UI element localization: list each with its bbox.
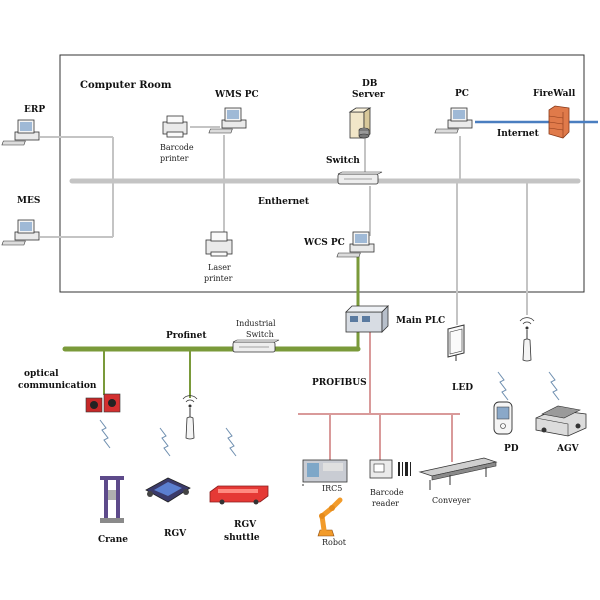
robot-icon <box>317 497 343 537</box>
rgv-shuttle-label-1: RGV <box>234 520 257 530</box>
robot-controller-label: IRC5 <box>322 484 342 493</box>
robot-controller-icon <box>302 459 348 486</box>
pd-link-icon <box>497 371 509 401</box>
barcode-printer-icon <box>162 115 188 138</box>
rgv-shuttle-label-2: shuttle <box>224 533 260 543</box>
conveyer-icon <box>418 457 498 490</box>
internet-label: Internet <box>497 129 540 139</box>
agv-label: AGV <box>556 444 580 454</box>
wms-pc-label: WMS PC <box>214 90 259 100</box>
rgv-icon <box>145 477 191 503</box>
ethernet-label: Enthernet <box>258 197 310 207</box>
barcode-reader-label-1: Barcode <box>370 488 404 497</box>
wcs-pc-label: WCS PC <box>303 238 345 248</box>
led-label: LED <box>452 383 473 393</box>
barcode-printer-label-2: printer <box>160 154 189 163</box>
profinet-label: Profinet <box>166 331 207 341</box>
main-plc-icon <box>345 305 389 333</box>
rgv-shuttle-link-icon <box>225 427 237 457</box>
optical-link-icon <box>99 419 111 449</box>
erp-pc-icon <box>1 119 40 146</box>
robot-label: Robot <box>322 538 347 547</box>
rgv-shuttle-icon <box>209 485 269 505</box>
barcode-printer-label-1: Barcode <box>160 143 194 152</box>
led-icon <box>447 324 465 361</box>
barcode-reader-label-2: reader <box>372 499 399 508</box>
mes-label: MES <box>17 196 40 206</box>
optical-label-2: communication <box>18 381 97 391</box>
computer-room-box <box>59 54 585 293</box>
pc-label: PC <box>455 89 469 99</box>
industrial-switch-label-2: Switch <box>246 330 274 339</box>
crane-icon <box>100 476 124 523</box>
optical-device-icon <box>85 393 121 413</box>
mes-pc-icon <box>1 219 40 246</box>
db-label-2: Server <box>352 90 385 100</box>
optical-label-1: optical <box>24 369 59 379</box>
erp-label: ERP <box>24 105 45 115</box>
profibus-label: PROFIBUS <box>312 378 367 388</box>
agv-icon <box>535 405 587 437</box>
firewall-label: FireWall <box>533 89 576 99</box>
switch-label: Switch <box>326 156 360 166</box>
barcode-reader-icon <box>369 459 411 479</box>
db-server-icon <box>348 107 372 139</box>
agv-link-icon <box>548 371 560 401</box>
laser-printer-label-2: printer <box>204 274 233 283</box>
rgv-link-icon <box>159 427 171 457</box>
conveyer-label: Conveyer <box>432 496 471 505</box>
crane-label: Crane <box>98 535 128 545</box>
pd-icon <box>493 401 513 435</box>
laser-printer-label-1: Laser <box>208 263 231 272</box>
wms-pc-icon <box>208 107 247 134</box>
industrial-switch-label-1: Industrial <box>236 319 276 328</box>
pc-icon <box>434 107 473 134</box>
firewall-icon <box>548 105 570 139</box>
pd-label: PD <box>504 444 519 454</box>
agv-antenna-icon <box>519 317 535 362</box>
computer-room-label: Computer Room <box>80 80 172 91</box>
laser-printer-icon <box>205 231 233 257</box>
switch-icon <box>337 171 383 185</box>
rgv-antenna-icon <box>182 395 198 440</box>
db-label-1: DB <box>362 79 378 89</box>
main-plc-label: Main PLC <box>396 316 445 326</box>
industrial-switch-icon <box>232 339 280 353</box>
rgv-label: RGV <box>164 529 187 539</box>
